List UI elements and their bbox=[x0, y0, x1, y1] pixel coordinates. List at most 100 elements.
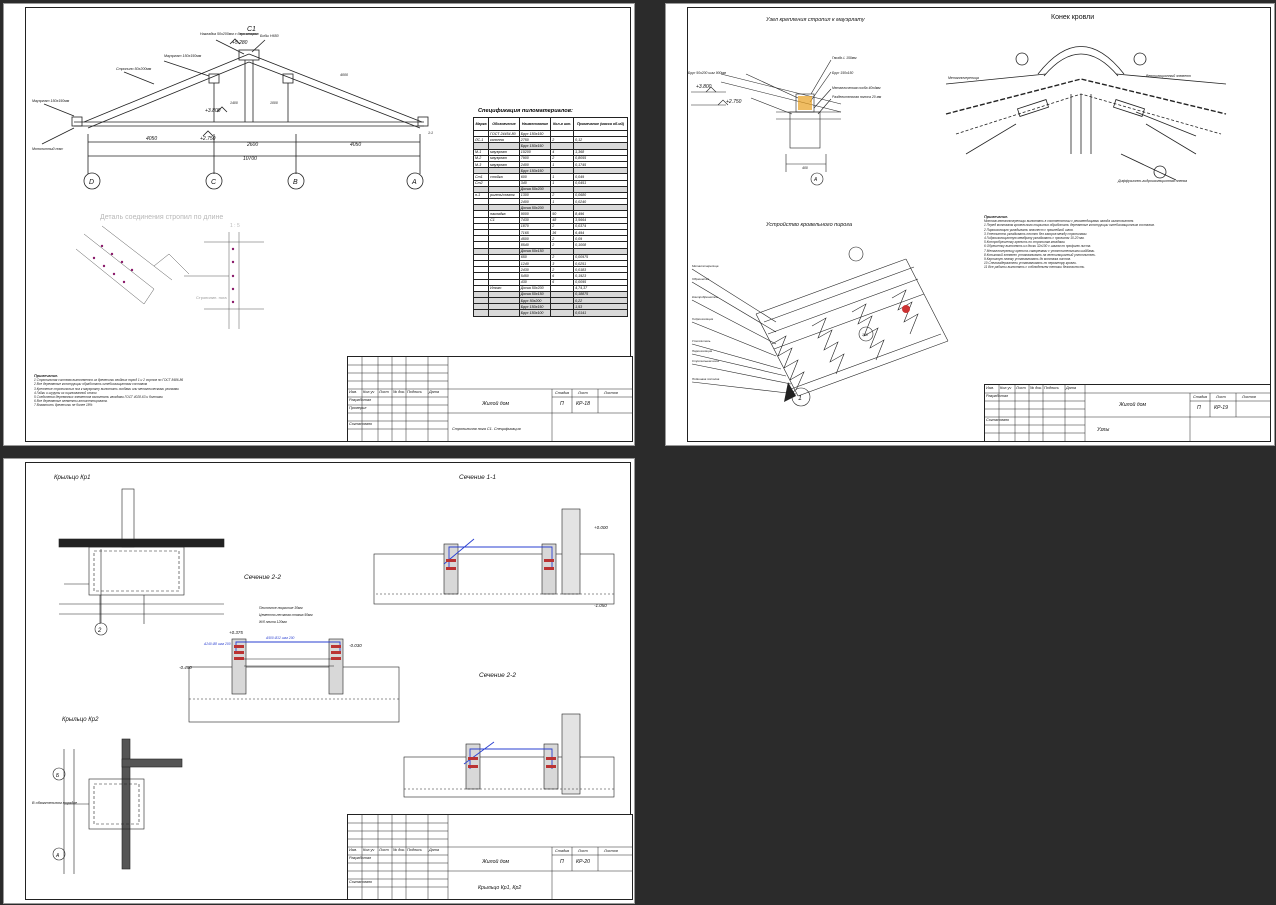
level-2: +0.000 bbox=[594, 525, 608, 530]
sheet-frame bbox=[25, 462, 631, 900]
notes-block-2: Примечание. Монтаж металлочерепицы выпол… bbox=[984, 215, 1266, 270]
note-line: 4 Гидроизоляционную мембрану укладывать … bbox=[984, 236, 1085, 241]
small-dim-1: 1400 bbox=[230, 101, 238, 105]
sheet-kr20: Крыльцо Кр1 Крыльцо Кр2 Сечение 1-1 Сече… bbox=[3, 458, 635, 904]
stamp-header-cell: № док. bbox=[1030, 386, 1043, 390]
stamp-header-cell: Кол.уч bbox=[363, 848, 375, 852]
stamp-stage: П bbox=[560, 401, 564, 407]
spec-cell bbox=[550, 309, 575, 317]
rebar-lines bbox=[235, 538, 553, 769]
stamp-sheets-h: Листов bbox=[604, 391, 618, 395]
stamp2-project: Жилой дом bbox=[1119, 402, 1147, 408]
node-label-5: Разделительная полоса 20 мм bbox=[832, 95, 882, 99]
stamp-row-developer: Разработал bbox=[349, 398, 372, 402]
stamp-header-cell: Дата bbox=[1066, 386, 1077, 390]
stamp-row-checker: Проверил bbox=[349, 406, 367, 410]
stamp-project: Жилой дом bbox=[482, 401, 510, 407]
spec-cell bbox=[488, 309, 520, 317]
porch-drawing: Крыльцо Кр1 Крыльцо Кр2 Сечение 1-1 Сече… bbox=[32, 474, 615, 874]
rebar-1: А500 Ø12 шаг 200 bbox=[265, 636, 295, 640]
stamp2-title: Узлы bbox=[1097, 427, 1110, 433]
porch-kr1-plan bbox=[58, 488, 225, 636]
stamp2-stage-h: Стадия bbox=[1193, 395, 1208, 399]
sections-drawing bbox=[188, 508, 615, 798]
notes-block-1: Примечание. 1 Стропильная система выполн… bbox=[34, 374, 344, 408]
note-line: 1 Перед монтажом кровельного покрытия об… bbox=[984, 223, 1155, 228]
note-line: 11 Все работы выполнять с соблюдением те… bbox=[984, 265, 1086, 270]
stamp-title: Стропильная нога С1. Спецификация bbox=[452, 427, 521, 431]
small-dim-2: 1000 bbox=[270, 101, 278, 105]
stamp2-row-developer: Разработал bbox=[986, 394, 1009, 398]
stamp-grid bbox=[348, 357, 632, 441]
stamp-grid-2 bbox=[985, 385, 1270, 441]
spec-cell bbox=[472, 309, 490, 317]
spec-header-cell: Кол-в шт. bbox=[550, 117, 575, 131]
label-stropilo: Стропило 50х200мм bbox=[116, 67, 152, 71]
label-pitch: 1:1 bbox=[428, 131, 433, 135]
notes-title-2: Примечание. bbox=[984, 215, 1009, 219]
roof-label-7: Стропильная нога bbox=[692, 359, 719, 363]
level-mid: +3.800 bbox=[205, 108, 221, 114]
stamp-header-cell: Кол.уч bbox=[363, 390, 375, 394]
stamp3-sheet-h: Лист bbox=[578, 849, 588, 853]
roof-dim: 100 bbox=[862, 333, 868, 337]
note-line: 6 Все деревянные элементы антисептироват… bbox=[34, 399, 108, 404]
stamp3-row-agreed: Согласовано bbox=[349, 880, 373, 884]
spec-cell: Брус 150х100 bbox=[518, 309, 552, 317]
note-line: 7 Металлочерепицу крепить саморезами с у… bbox=[984, 248, 1096, 253]
note-line: 7 Влажность древесины не более 18% bbox=[34, 403, 93, 408]
dim-2: 2600 bbox=[246, 142, 258, 148]
detail-scale: 1 : 5 bbox=[230, 223, 240, 229]
stamp-header-cell: Дата bbox=[429, 390, 440, 394]
title-s11: Сечение 1-1 bbox=[459, 474, 496, 481]
level-a: +3.800 bbox=[696, 84, 712, 90]
stamp3-stage: П bbox=[560, 859, 564, 865]
node-label-4: Металлическая скоба 40х4мм bbox=[832, 86, 881, 90]
ridge-label-3: Диффузионно-гидроизоляционная пленка bbox=[1117, 179, 1187, 183]
spec-title: Спецификация пиломатериалов: bbox=[478, 108, 573, 114]
roof-truss-drawing: С1 Накладка 50х200мм с двух сторон Бобы … bbox=[32, 26, 433, 329]
axis-a-kr2: А bbox=[55, 853, 60, 859]
note-line: 8 Коньковый элемент устанавливать на вен… bbox=[984, 252, 1096, 257]
spec-row: Доска 50х150 bbox=[472, 247, 628, 255]
level-b: +2.750 bbox=[726, 99, 742, 105]
stamp-header-cell: Подпись bbox=[1044, 386, 1060, 390]
sheet-frame bbox=[687, 7, 1271, 442]
nodes-drawing: Узел крепления стропил к мауэрлату Конек… bbox=[688, 14, 1227, 407]
bolt-marks bbox=[92, 244, 235, 304]
title-s22a: Сечение 2-2 bbox=[244, 574, 281, 581]
title-node: Узел крепления стропил к мауэрлату bbox=[765, 17, 866, 23]
roof-label-5: Утеплитель bbox=[692, 339, 711, 343]
spec-header-cell: Обозначение bbox=[488, 117, 520, 131]
stamp-grid-3 bbox=[348, 815, 632, 899]
detail-connection bbox=[75, 225, 264, 329]
stamp3-sheet: КР-20 bbox=[576, 859, 591, 865]
note-line: 2 Пароизоляцию укладывать внахлест с про… bbox=[984, 227, 1074, 232]
label-mont-poyas: Монолитный пояс bbox=[32, 147, 63, 151]
axis-a: A bbox=[411, 179, 417, 186]
callout-2: 2 bbox=[97, 628, 102, 634]
stamp-row-agreed: Согласовано bbox=[349, 422, 373, 426]
note-line: 3 Крепление стропильных ног к мауэрлату … bbox=[34, 386, 179, 391]
dim-3: 4050 bbox=[350, 142, 361, 148]
callout-c1: С1 bbox=[247, 26, 256, 33]
axis-c: C bbox=[211, 179, 217, 186]
spec-cell: 0,0141 bbox=[573, 309, 628, 317]
roof-label-1: Металлочерепица bbox=[692, 264, 719, 268]
title-roof: Устройство кровельного пирога bbox=[765, 221, 852, 228]
dim-1: 4050 bbox=[146, 136, 157, 142]
note-line: 2 Все деревянные конструкции обработать … bbox=[34, 382, 148, 387]
stamp-header-cell: № док. bbox=[393, 390, 406, 394]
stamp2-sheets-h: Листов bbox=[1242, 395, 1256, 399]
title-kr1: Крыльцо Кр1 bbox=[54, 475, 90, 481]
stamp2-sheet: КР-19 bbox=[1214, 405, 1229, 411]
section-marker bbox=[784, 382, 796, 402]
axis-d: D bbox=[89, 179, 94, 186]
stamp3-row-developer: Разработал bbox=[349, 856, 372, 860]
stamp-header-cell: Лист bbox=[379, 848, 389, 852]
dim-total: 10700 bbox=[243, 156, 257, 162]
notes-title: Примечание. bbox=[34, 374, 59, 378]
